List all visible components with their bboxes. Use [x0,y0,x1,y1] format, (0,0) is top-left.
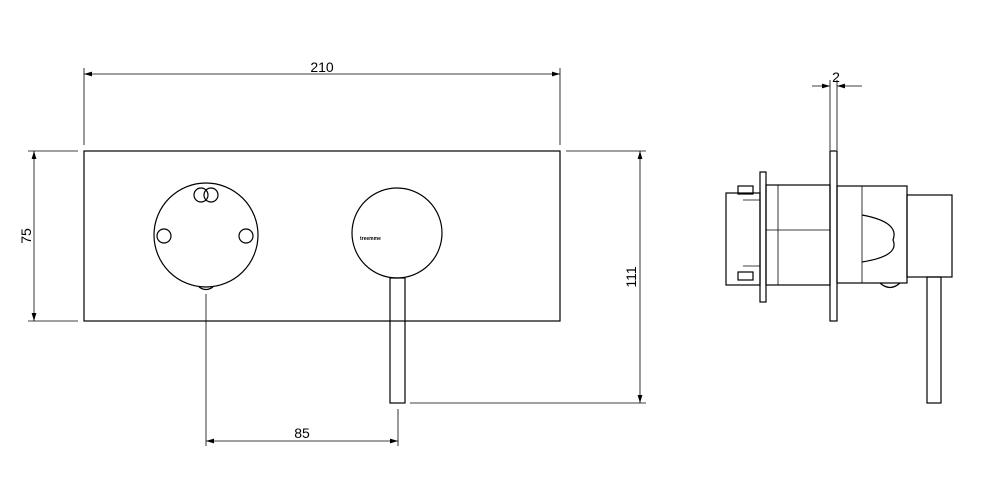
dim-label-plate-thickness: 2 [832,69,840,85]
handle-cap [906,194,953,278]
dim-label-plate-height: 75 [18,228,34,244]
cartridge-curve [861,214,895,263]
brand-mark: treemme [360,236,381,242]
rear-flange [759,171,767,303]
dimension-center-distance: 85 [205,294,399,446]
side-handle-lever [926,276,942,404]
valve-body [765,184,831,286]
rear-fitting-block [725,192,761,286]
dimension-plate-height: 75 [18,150,78,322]
cover-plate [83,150,561,322]
front-view: treemme [83,150,561,404]
rear-fitting-bottom [737,271,754,281]
cartridge-housing [836,185,908,284]
dimension-width: 210 [83,59,561,145]
dimension-overall-height: 111 [410,150,646,404]
knob-screw-left [156,228,172,244]
mixer-lever [389,277,406,404]
rear-fitting-top [737,185,754,195]
side-view: 2 [725,69,953,404]
dim-label-overall-height: 111 [623,266,639,287]
dim-label-center-distance: 85 [294,425,310,441]
diverter-hole-left [193,187,209,203]
side-cover-plate [829,150,838,322]
mixer-handle: treemme [351,187,443,404]
dim-label-width: 210 [310,59,334,75]
knob-screw-right [238,228,254,244]
diverter-hole-right [203,187,219,203]
diverter-knob [153,182,259,291]
